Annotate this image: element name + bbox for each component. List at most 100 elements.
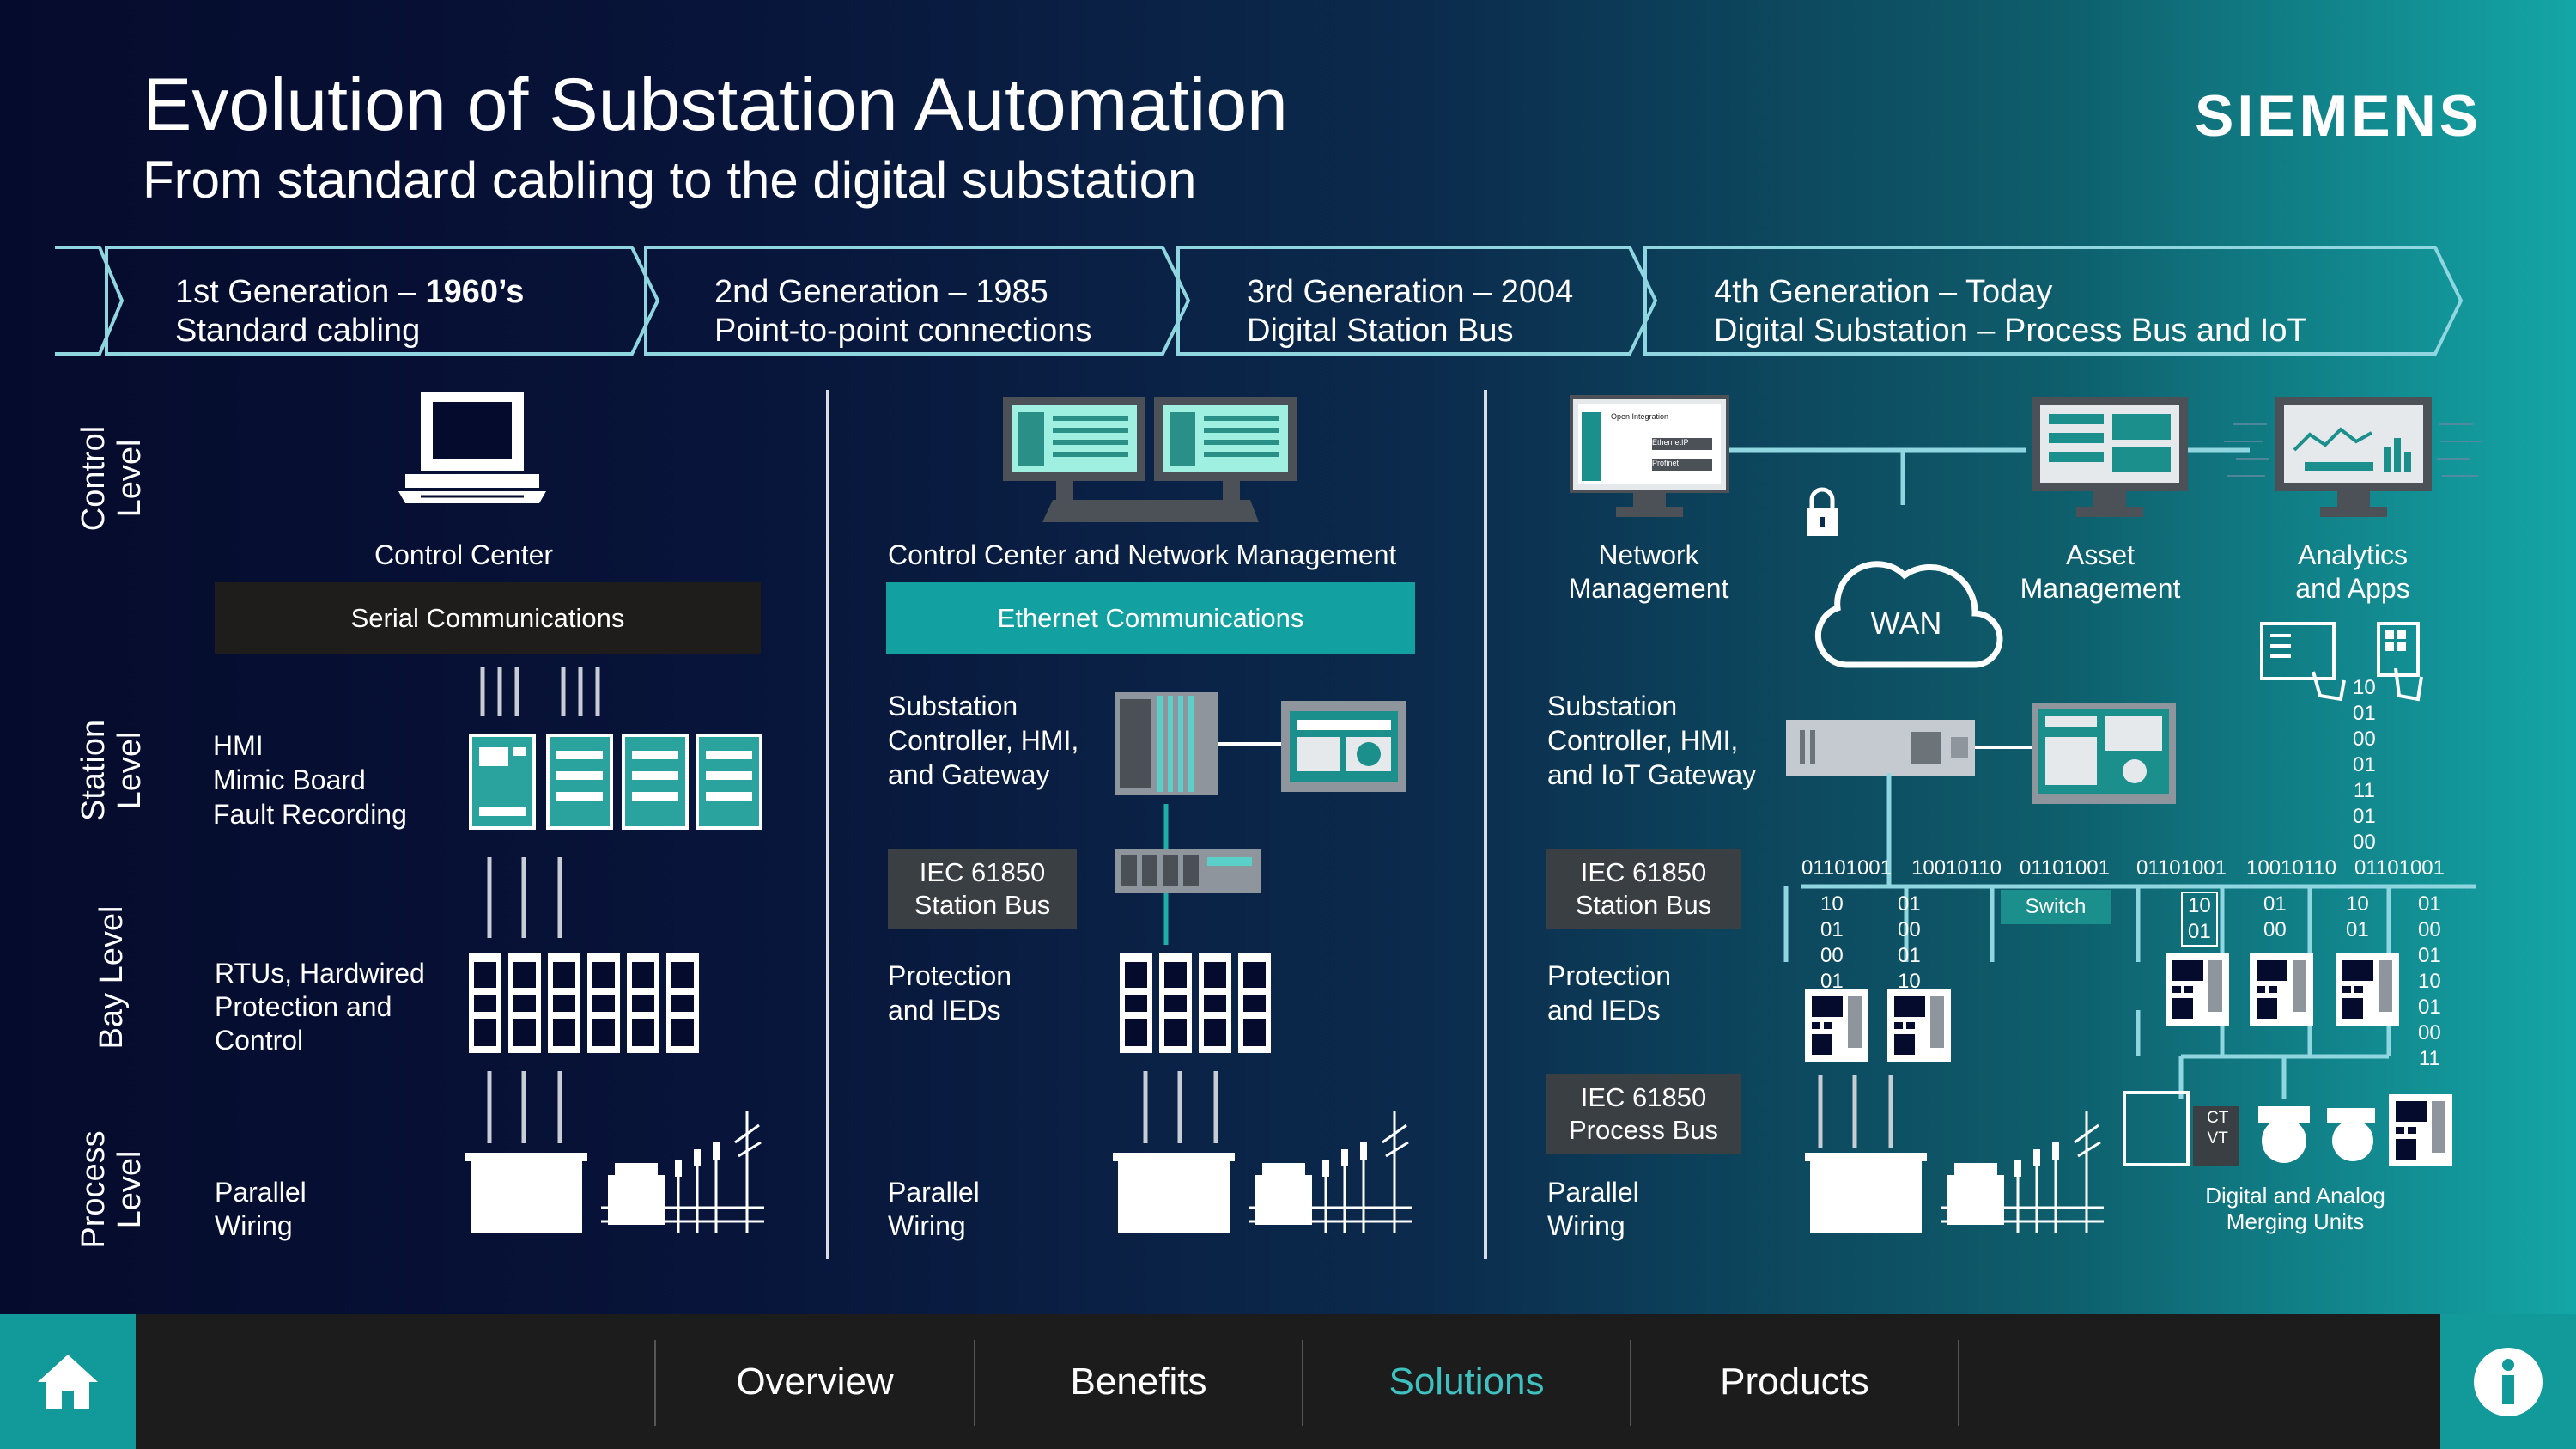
protection-label-1: Protection (1547, 960, 1672, 991)
column-divider (1484, 390, 1487, 1259)
process-cables-icon (1143, 1071, 1218, 1143)
bus-bits-5: 10010110 (2246, 856, 2336, 880)
bits-vertical: 10 01 00 01 11 01 00 (2353, 676, 2376, 854)
substation-iot-label-1: Substation (1547, 691, 1678, 721)
iec-label-2: Station Bus (1575, 890, 1712, 920)
process-cables-icon (1818, 1075, 1893, 1148)
screen-title: Open Integration (1611, 412, 1669, 421)
iec-label-1: IEC 61850 (1580, 857, 1707, 887)
nav-benefits[interactable]: Benefits (1070, 1360, 1207, 1403)
bits-col-e: 10 01 (2346, 892, 2369, 941)
dual-monitor-icon (1003, 397, 1297, 522)
process-bus-label-2: Process Bus (1568, 1115, 1718, 1145)
generation-4: 4th Generation – Today Digital Substatio… (1714, 273, 2307, 350)
siemens-logo: SIEMENS (2195, 83, 2482, 149)
substation-equipment-icon (465, 1111, 764, 1233)
substation-equipment-icon (1803, 1110, 2105, 1235)
nav-divider (654, 1340, 656, 1426)
nav-overview[interactable]: Overview (736, 1360, 894, 1403)
protection-label-2: and IEDs (888, 995, 1001, 1026)
bottom-nav: Overview Benefits Solutions Products (0, 1314, 2576, 1449)
info-button[interactable] (2440, 1314, 2576, 1449)
gen2-desc: Point-to-point connections (714, 313, 1092, 349)
gen1-year: 1960’s (425, 274, 525, 310)
generation-1: 1st Generation – 1960’s Standard cabling (175, 273, 524, 350)
nav-products[interactable]: Products (1720, 1360, 1869, 1403)
protection-label-2: and IEDs (1547, 995, 1661, 1026)
nav-divider (1630, 1340, 1631, 1426)
bits-col-b: 01 00 01 10 (1898, 892, 1921, 993)
substation-iot-label-3: and IoT Gateway (1547, 759, 1757, 790)
gen4-label: 4th Generation – Today (1714, 274, 2053, 310)
iec-label-1: IEC 61850 (919, 857, 1046, 887)
protection-label-1: Protection (888, 960, 1012, 991)
ct-vt-labels: CT VT (2207, 1108, 2228, 1149)
gen3-desc: Digital Station Bus (1247, 313, 1514, 349)
substation-iot-label-2: Controller, HMI, (1547, 725, 1739, 756)
wan-cloud-icon (1814, 561, 2003, 668)
nav-solutions[interactable]: Solutions (1388, 1360, 1545, 1403)
page-subtitle: From standard cabling to the digital sub… (143, 151, 1197, 209)
process-bus-lines (1783, 773, 2476, 1099)
ethernet-communications-box: Ethernet Communications (886, 582, 1415, 654)
gen2-label: 2nd Generation – 1985 (714, 274, 1048, 310)
hmi-panels-icon (469, 734, 762, 830)
info-icon (2474, 1347, 2543, 1416)
iec-label-2: Station Bus (914, 890, 1051, 920)
protection-ied-icons (1805, 989, 1951, 1062)
analytics-label-1: Analytics (2297, 539, 2409, 570)
parallel-wiring-label-1: Parallel (215, 1177, 307, 1208)
bus-bits-2: 10010110 (1911, 856, 2002, 880)
gen1-label: 1st Generation – (175, 274, 426, 310)
switch-label: Switch (2001, 890, 2111, 924)
control-center-network-label: Control Center and Network Management (888, 539, 1397, 570)
screen-ethernet: EthernetIP (1652, 438, 1689, 447)
gen3-label: 3rd Generation – 2004 (1247, 274, 1574, 310)
bus-bits-3: 01101001 (2020, 856, 2110, 880)
asset-management-label-1: Asset (2065, 539, 2136, 570)
management-network-lines (1728, 447, 2250, 505)
rtu-label-2: Protection and (215, 991, 392, 1022)
merging-units-label-1: Digital and Analog (2205, 1183, 2385, 1209)
column-divider (826, 390, 829, 1259)
nav-divider (1302, 1340, 1303, 1426)
gen1-desc: Standard cabling (175, 313, 421, 349)
process-bus-label-1: IEC 61850 (1580, 1082, 1707, 1112)
network-management-monitor-icon (1570, 395, 1729, 517)
nav-divider (974, 1340, 975, 1426)
ct-label: CT (2207, 1109, 2229, 1127)
bay-cables-icon (487, 857, 562, 938)
merging-units-icon (2123, 1091, 2452, 1166)
ied-devices-icon (1120, 953, 1271, 1053)
asset-management-label-2: Management (2020, 573, 2181, 604)
generation-chevrons (55, 246, 2464, 356)
mimic-board-label: Mimic Board (213, 764, 366, 795)
substation-equipment-icon (1111, 1110, 1413, 1235)
parallel-wiring-label-2: Wiring (215, 1210, 293, 1241)
vt-label: VT (2207, 1129, 2228, 1148)
computer-icon (398, 392, 546, 503)
merging-unit-ieds (2166, 953, 2399, 1026)
fault-recording-label: Fault Recording (213, 799, 407, 830)
home-button[interactable] (0, 1314, 136, 1449)
serial-cables-icon (480, 667, 600, 716)
analytics-monitor-icon (2224, 397, 2482, 517)
tablet-touch-icon (2260, 622, 2423, 702)
rtu-label-3: Control (215, 1025, 304, 1056)
level-process: Process Level (76, 1130, 148, 1249)
station-devices-icon (1115, 692, 1406, 945)
rtu-devices-icon (469, 953, 699, 1053)
bits-col-a: 10 01 00 01 (1820, 892, 1844, 993)
parallel-wiring-label-1: Parallel (888, 1177, 980, 1208)
bus-bits-1: 01101001 (1801, 856, 1892, 880)
substation-controller-label-2: Controller, HMI, (888, 725, 1079, 756)
bus-bits-4: 01101001 (2136, 856, 2227, 880)
generation-2: 2nd Generation – 1985 Point-to-point con… (714, 273, 1091, 350)
bits-col-c: 10 01 (2181, 892, 2218, 947)
page-title: Evolution of Substation Automation (143, 64, 1288, 146)
network-management-label-1: Network (1598, 539, 1699, 570)
level-control: Control Level (76, 425, 148, 532)
level-station: Station Level (76, 719, 148, 822)
